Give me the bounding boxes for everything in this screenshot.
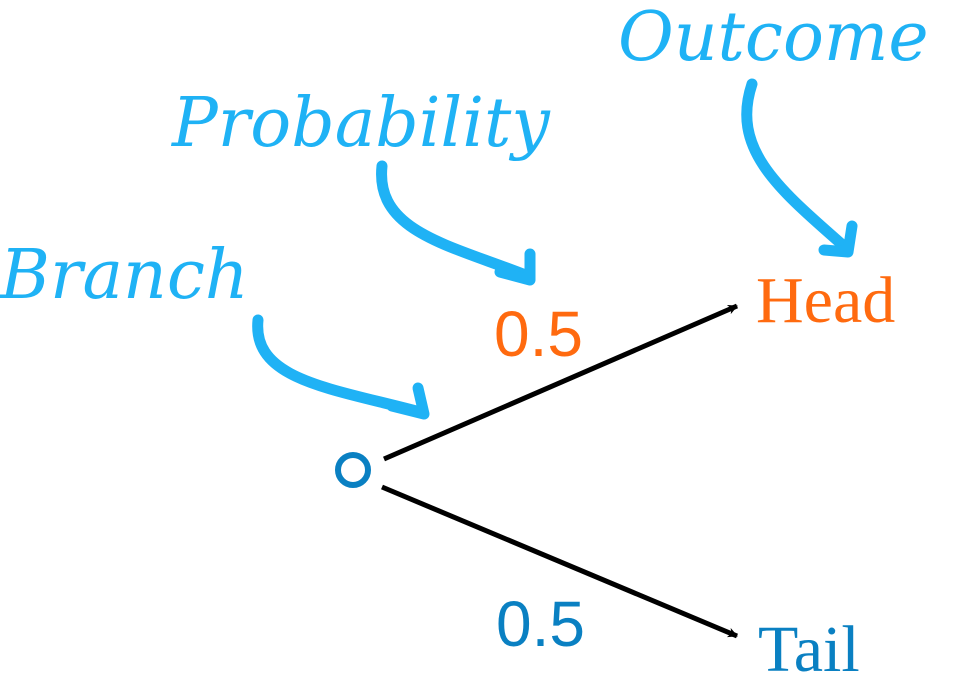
annotation-branch: Branch [0, 236, 249, 315]
outcome-label-head: Head [756, 264, 895, 337]
branch-edge-head [383, 303, 738, 462]
annotation-probability: Probability [170, 84, 551, 163]
annotation-outcome: Outcome [618, 0, 929, 77]
outcome-label-tail: Tail [758, 613, 860, 680]
annotation-arrow-probability [376, 160, 536, 286]
branch-node [335, 452, 371, 488]
annotation-arrow-outcome [741, 78, 858, 258]
probability-label-head: 0.5 [494, 298, 583, 370]
branch-edge-tail [381, 484, 738, 639]
probability-label-tail: 0.5 [496, 588, 585, 660]
annotation-arrow-branch [252, 314, 430, 420]
